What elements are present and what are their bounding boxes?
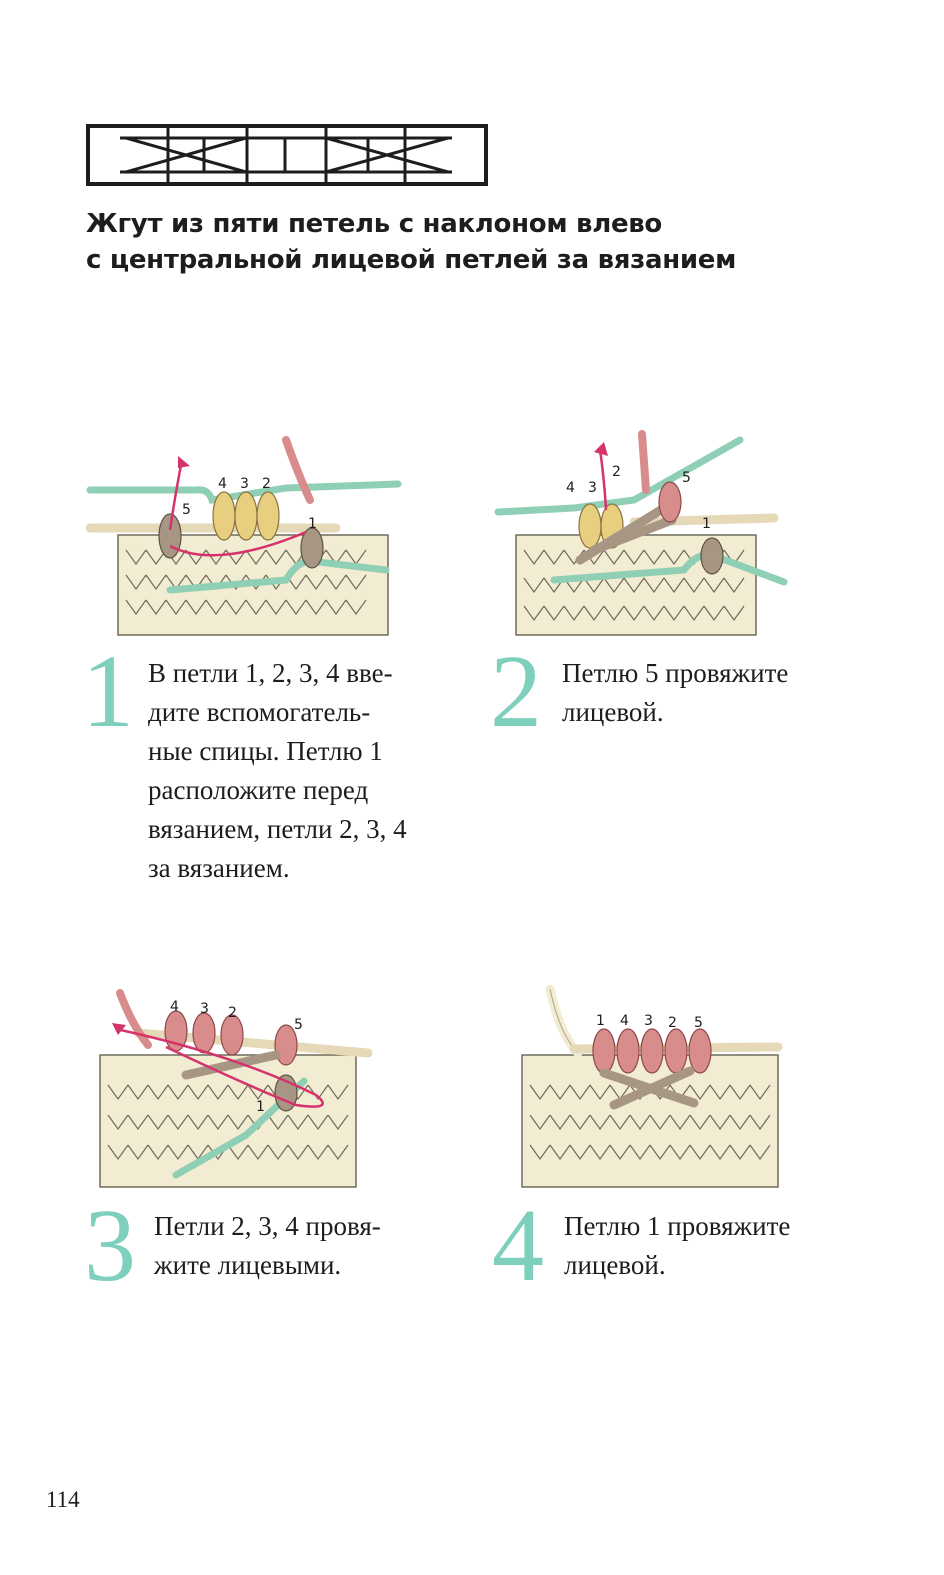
step-1-text: В петли 1, 2, 3, 4 вве- дите вспомогател… [148, 654, 407, 888]
step-4-line: лицевой. [564, 1250, 666, 1280]
loop-label: 4 [566, 480, 575, 496]
title-line-2: с центральной лицевой петлей за вязанием [86, 245, 737, 275]
loop-label: 5 [294, 1017, 303, 1033]
loop-label: 2 [228, 1005, 237, 1021]
step-1-line: дите вспомогатель- [148, 697, 371, 727]
step-1-line: вязанием, петли 2, 3, 4 [148, 814, 407, 844]
step-4-number: 4 [492, 1188, 544, 1303]
step-3-number: 3 [84, 1188, 136, 1303]
loop-label: 5 [682, 470, 691, 486]
loop-label: 1 [256, 1099, 265, 1115]
page-title: Жгут из пяти петель с наклоном влево с ц… [86, 206, 886, 278]
step-1-line: расположите перед [148, 775, 369, 805]
loop-label: 5 [182, 502, 191, 518]
step-2-line: Петлю 5 провяжите [562, 658, 789, 688]
loop-label: 2 [668, 1015, 677, 1031]
loop-label: 3 [644, 1013, 653, 1029]
cable-chart-symbol [86, 124, 488, 186]
loop-label: 3 [200, 1001, 209, 1017]
step-2-text: Петлю 5 провяжите лицевой. [562, 654, 788, 732]
title-line-1: Жгут из пяти петель с наклоном влево [86, 209, 662, 239]
step-4-line: Петлю 1 провяжите [564, 1211, 791, 1241]
loop-label: 4 [218, 476, 227, 492]
loop-label: 1 [702, 516, 711, 532]
step-1-illustration: 4 3 2 5 1 [86, 436, 402, 636]
step-4-text: Петлю 1 провяжите лицевой. [564, 1207, 790, 1285]
step-3-illustration: 4 3 2 5 1 [99, 989, 373, 1188]
loop-label: 4 [170, 999, 179, 1015]
step-1-number: 1 [82, 634, 134, 749]
loop-label: 2 [612, 464, 621, 480]
step-2-line: лицевой. [562, 697, 664, 727]
step-1-line: ные спицы. Петлю 1 [148, 736, 383, 766]
loop-label: 5 [694, 1015, 703, 1031]
step-4-illustration: 1 4 3 2 5 [521, 985, 783, 1188]
step-1-line: за вязанием. [148, 853, 290, 883]
loop-label: 3 [240, 476, 249, 492]
loop-label: 1 [596, 1013, 605, 1029]
loop-label: 4 [620, 1013, 629, 1029]
step-3-line: жите лицевыми. [154, 1250, 342, 1280]
step-2-number: 2 [490, 634, 542, 749]
step-2-illustration: 4 3 2 5 1 [494, 430, 788, 636]
loop-label: 1 [308, 516, 317, 532]
loop-label: 3 [588, 480, 597, 496]
step-1-line: В петли 1, 2, 3, 4 вве- [148, 658, 393, 688]
step-3-text: Петли 2, 3, 4 провя- жите лицевыми. [154, 1207, 381, 1285]
page-number: 114 [46, 1487, 80, 1512]
step-3-line: Петли 2, 3, 4 провя- [154, 1211, 381, 1241]
loop-label: 2 [262, 476, 271, 492]
